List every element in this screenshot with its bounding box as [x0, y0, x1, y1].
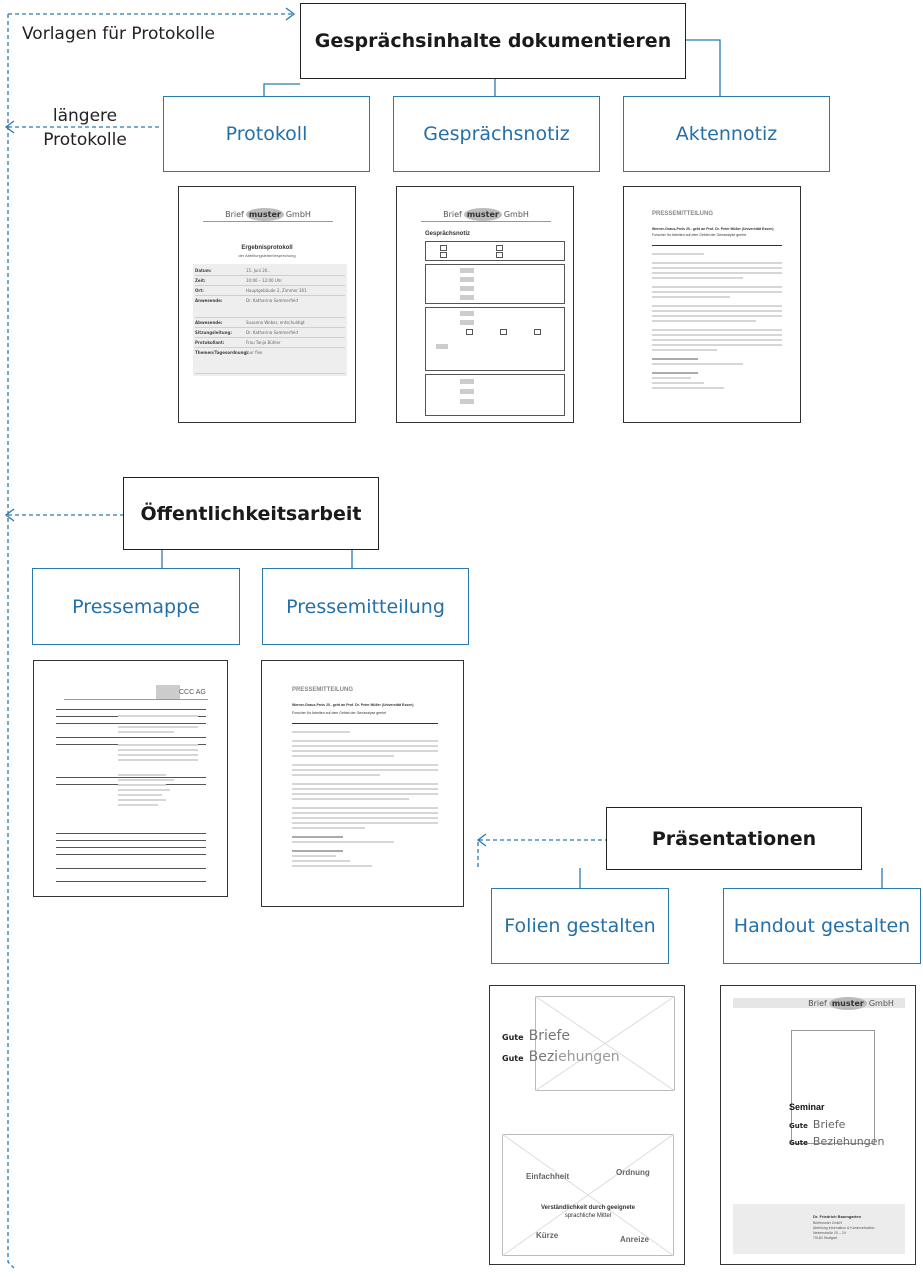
doc-handout-thumbnail: Brief muster GmbH Seminar Gute Briefe Gu… [720, 985, 916, 1265]
doc-folien-thumbnail: Gute Briefe Gute Beziehungen Einfachheit… [489, 985, 685, 1265]
doc-pressemitteilung-thumbnail: PRESSEMITTEILUNG Werner-Graus-Preis 20..… [261, 660, 464, 907]
protokoll-row-key: Anwesende: [195, 298, 223, 303]
protokoll-row-value: Dr. Katharina Sommerfeld [246, 298, 298, 303]
notiz-title: Gesprächsnotiz [425, 231, 471, 237]
branch-pressemitteilung: Pressemitteilung [262, 568, 469, 645]
protokoll-row: Themen/Tagesordnung:Jour fixe [195, 348, 345, 374]
protokoll-subtitle: der Abteilungsleiterbesprechung [238, 253, 296, 258]
press-headline: Werner-Graus-Preis 20.. geht an Prof. Dr… [652, 227, 774, 231]
protokoll-row-value: Frau Tanja Bühler [246, 340, 281, 345]
protokoll-row-value: 10:00 – 12:00 Uhr [246, 278, 282, 283]
protokoll-table: Datum: 15. Juni 20.. Zeit: 10:00 – 12:00 Uh… [193, 264, 347, 376]
branch-folien-gestalten: Folien gestalten [491, 888, 669, 964]
protokoll-row: Protokollant: Frau Tanja Bühler [195, 338, 345, 348]
protokoll-row: Datum: 15. Juni 20.. [195, 266, 345, 276]
label-longer-line1: längere [52, 106, 118, 126]
protokoll-row-value: 15. Juni 20.. [246, 268, 270, 273]
doc-protokoll-thumbnail: Brief muster GmbH Ergebnisprotokoll der … [178, 186, 356, 423]
protokoll-row-value: Susanne Weber, entschuldigt [246, 320, 305, 325]
folien-einfachheit: Einfachheit [526, 1172, 570, 1181]
protokoll-row-key: Protokollant: [195, 340, 225, 345]
letterhead: Brief muster GmbH [421, 207, 551, 222]
press-heading: PRESSEMITTEILUNG [652, 211, 714, 217]
folien-anreize: Anreize [620, 1235, 649, 1244]
handout-footer: Dr. Friedrich Baumgarten Briefmuster Gmb… [733, 1204, 905, 1254]
branch-praesentationen: Präsentationen [606, 807, 862, 870]
branch-aktennotiz: Aktennotiz [623, 96, 830, 172]
press-subline-2: Forscher für Arbeiten auf dem Gebiet der… [292, 711, 387, 715]
protokoll-row-key: Ort: [195, 288, 204, 293]
label-longer: längere Protokolle [30, 104, 140, 152]
doc-pressemappe-thumbnail: CCC AG [33, 660, 228, 897]
handout-slogan: Gute Briefe Gute Beziehungen [789, 1118, 885, 1148]
branch-pressemappe: Pressemappe [32, 568, 240, 645]
handout-seminar: Seminar [789, 1102, 825, 1112]
branch-protokoll: Protokoll [163, 96, 370, 172]
protokoll-row: Sitzungsleitung: Dr. Katharina Sommerfeld [195, 328, 345, 338]
protokoll-row-key: Zeit: [195, 278, 206, 283]
letterhead: Brief muster GmbH [203, 207, 333, 222]
press-body-lines [652, 253, 782, 392]
doc-aktennotiz-thumbnail: PRESSEMITTEILUNG Werner-Graus-Preis 20..… [623, 186, 801, 423]
protokoll-row: Anwesende: Dr. Katharina Sommerfeld [195, 296, 345, 318]
folien-center2: sprachliche Mittel [564, 1213, 612, 1219]
protokoll-row-key: Abwesende: [195, 320, 223, 325]
label-templates: Vorlagen für Protokolle [22, 24, 216, 44]
protokoll-row: Ort: Hauptgebäude 2, Zimmer 301 [195, 286, 345, 296]
protokoll-row-key: Datum: [195, 268, 212, 273]
press-subline: Forscher für Arbeiten auf dem Gebiet der… [652, 233, 747, 237]
protokoll-row: Zeit: 10:00 – 12:00 Uhr [195, 276, 345, 286]
protokoll-title: Ergebnisprotokoll [241, 245, 293, 251]
notiz-form [425, 241, 565, 416]
doc-gespraechsnotiz-thumbnail: Brief muster GmbH Gesprächsnotiz [396, 186, 574, 423]
press-headline-2: Werner-Graus-Preis 20.. geht an Prof. Dr… [292, 703, 414, 707]
protokoll-row-value: Dr. Katharina Sommerfeld [246, 330, 298, 335]
press-heading-2: PRESSEMITTEILUNG [292, 687, 354, 693]
folien-center1: Verständlichkeit durch geeignete [540, 1205, 636, 1211]
main-topic-box: Gesprächsinhalte dokumentieren [300, 3, 686, 79]
branch-gespraechsnotiz: Gesprächsnotiz [393, 96, 600, 172]
handout-letterhead: Brief muster GmbH [808, 996, 894, 1010]
folien-kuerze: Kürze [536, 1231, 559, 1240]
branch-handout-gestalten: Handout gestalten [723, 888, 921, 964]
folien-slogan: Gute Briefe Gute Beziehungen [502, 1028, 620, 1065]
press-body-lines-2 [292, 731, 438, 870]
protokoll-row-value: Jour fixe [246, 350, 263, 355]
protokoll-row: Abwesende: Susanne Weber, entschuldigt [195, 318, 345, 328]
label-longer-line2: Protokolle [43, 130, 127, 150]
protokoll-row-value: Hauptgebäude 2, Zimmer 301 [246, 288, 307, 293]
slide-placeholder-1 [535, 996, 675, 1091]
protokoll-row-key: Sitzungsleitung: [195, 330, 232, 335]
protokoll-row-key: Themen/Tagesordnung: [195, 350, 248, 355]
folien-ordnung: Ordnung [616, 1168, 650, 1177]
branch-oeffentlichkeitsarbeit: Öffentlichkeitsarbeit [123, 477, 379, 550]
slide-placeholder-2 [502, 1134, 674, 1256]
mappe-brand: CCC AG [179, 689, 206, 696]
